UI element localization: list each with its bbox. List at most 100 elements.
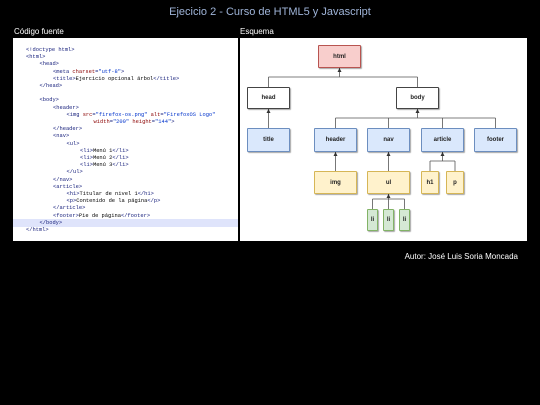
code-token: "FirefoxOS Logo" bbox=[163, 111, 216, 118]
tree-node-header: header bbox=[314, 128, 357, 152]
tree-node-html: html bbox=[318, 45, 361, 68]
code-token: <!doctype html> bbox=[26, 47, 75, 53]
code-line: </html> bbox=[13, 226, 238, 234]
code-token: src bbox=[82, 111, 93, 118]
code-line: </header> bbox=[13, 125, 238, 133]
code-token: > bbox=[171, 119, 175, 125]
code-token: width bbox=[93, 119, 110, 125]
code-token: <body> bbox=[39, 97, 59, 104]
code-token: = bbox=[160, 111, 164, 118]
code-line: <meta charset="utf-8"> bbox=[13, 68, 238, 76]
code-token: </p> bbox=[147, 198, 161, 205]
code-line: </nav> bbox=[13, 176, 238, 184]
tree-diagram-panel: html head body title header nav article footer i… bbox=[240, 38, 527, 241]
code-token: </li> bbox=[112, 147, 129, 154]
tree-node-li2: li bbox=[383, 209, 394, 231]
code-line: <title>Ejercicio opcional árbol</title> bbox=[13, 75, 238, 83]
code-token: <ul> bbox=[66, 140, 80, 147]
code-token: Contenido de la página bbox=[76, 198, 148, 205]
code-token: <img bbox=[66, 111, 83, 118]
tree-node-nav: nav bbox=[367, 128, 410, 152]
code-line: <h1>Titular de nivel 1</h1> bbox=[13, 190, 238, 198]
code-line: <li>Menú 1</li> bbox=[13, 147, 238, 155]
code-token: </li> bbox=[112, 162, 129, 169]
code-token: <html> bbox=[26, 54, 46, 61]
code-line: <html> bbox=[13, 53, 238, 61]
code-token: <li> bbox=[80, 155, 93, 161]
code-token: </head> bbox=[39, 83, 63, 89]
code-token: <footer> bbox=[53, 212, 79, 219]
code-line: </head> bbox=[13, 82, 238, 90]
code-line: <head> bbox=[13, 60, 238, 68]
code-token: </h1> bbox=[137, 191, 154, 197]
code-line: </article> bbox=[13, 204, 238, 212]
code-token: "firefox-os.png" bbox=[95, 111, 148, 118]
code-token: Titular de nivel 1 bbox=[79, 191, 138, 197]
code-token: </nav> bbox=[53, 176, 73, 183]
code-token: <header> bbox=[53, 104, 79, 111]
code-token: <head> bbox=[39, 61, 59, 68]
code-token: <li> bbox=[80, 147, 93, 154]
tree-node-li3: li bbox=[399, 209, 410, 231]
code-token: </article> bbox=[53, 205, 86, 212]
code-token: alt bbox=[150, 111, 161, 118]
code-line: <body> bbox=[13, 96, 238, 104]
code-token: </body> bbox=[39, 219, 63, 226]
code-token: = bbox=[92, 111, 96, 118]
tree-edges bbox=[266, 68, 496, 209]
code-line: </body> bbox=[13, 218, 238, 227]
code-token: </html> bbox=[26, 227, 49, 233]
code-token: </li> bbox=[112, 155, 129, 161]
code-token: </title> bbox=[153, 75, 180, 82]
code-token: </footer> bbox=[120, 212, 151, 219]
tree-node-body: body bbox=[396, 87, 439, 109]
code-token: Menú 3 bbox=[92, 162, 113, 169]
code-line: <p>Contenido de la página</p> bbox=[13, 197, 238, 205]
page-title: Ejecicio 2 - Curso de HTML5 y Javascript bbox=[169, 6, 371, 18]
code-token: <title> bbox=[53, 75, 76, 82]
tree-node-head: head bbox=[247, 87, 290, 109]
code-token: = bbox=[95, 68, 99, 75]
code-token: <article> bbox=[53, 183, 83, 190]
code-token: </header> bbox=[53, 126, 83, 133]
code-line: <header> bbox=[13, 104, 238, 112]
code-line: <img src="firefox-os.png" alt="FirefoxOS… bbox=[13, 111, 238, 119]
arrow-head-icon bbox=[266, 109, 271, 113]
code-line: <footer>Pie de página</footer> bbox=[13, 212, 238, 220]
code-panel-label: Código fuente bbox=[14, 27, 64, 36]
source-code-panel: <!doctype html><html><head><meta charset… bbox=[13, 38, 238, 241]
code-token: Ejercicio opcional árbol bbox=[75, 75, 154, 82]
code-token: "utf-8" bbox=[98, 68, 121, 75]
tree-node-img: img bbox=[314, 171, 357, 194]
tree-node-footer: footer bbox=[474, 128, 517, 152]
code-line: <nav> bbox=[13, 132, 238, 140]
code-line: <article> bbox=[13, 183, 238, 191]
code-token: = bbox=[151, 119, 156, 125]
code-token: <nav> bbox=[53, 133, 70, 140]
code-line: </ul> bbox=[13, 168, 238, 176]
code-token: charset bbox=[72, 68, 96, 75]
arrow-head-icon bbox=[337, 68, 342, 72]
code-line: <ul> bbox=[13, 140, 238, 148]
arrow-head-icon bbox=[386, 194, 391, 198]
code-token: <meta bbox=[53, 68, 73, 75]
arrow-head-icon bbox=[415, 109, 420, 113]
code-token: Pie de página bbox=[78, 212, 121, 219]
tree-node-li1: li bbox=[367, 209, 378, 231]
arrow-head-icon bbox=[333, 152, 338, 156]
code-token: <h1> bbox=[66, 191, 80, 197]
arrow-head-icon bbox=[440, 152, 445, 156]
arrow-head-icon bbox=[386, 152, 391, 156]
code-token: > bbox=[120, 68, 125, 75]
code-token: = bbox=[109, 119, 113, 125]
code-line: width="200" height="144"> bbox=[13, 118, 238, 126]
code-token: <p> bbox=[66, 198, 77, 205]
tree-node-h1: h1 bbox=[421, 171, 439, 194]
code-token: Menú 2 bbox=[92, 155, 113, 161]
tree-node-article: article bbox=[421, 128, 464, 152]
tree-node-ul: ul bbox=[367, 171, 410, 194]
code-token: height bbox=[132, 119, 152, 125]
code-line: <li>Menú 3</li> bbox=[13, 161, 238, 169]
tree-node-title: title bbox=[247, 128, 290, 152]
code-token: "144" bbox=[155, 119, 172, 125]
